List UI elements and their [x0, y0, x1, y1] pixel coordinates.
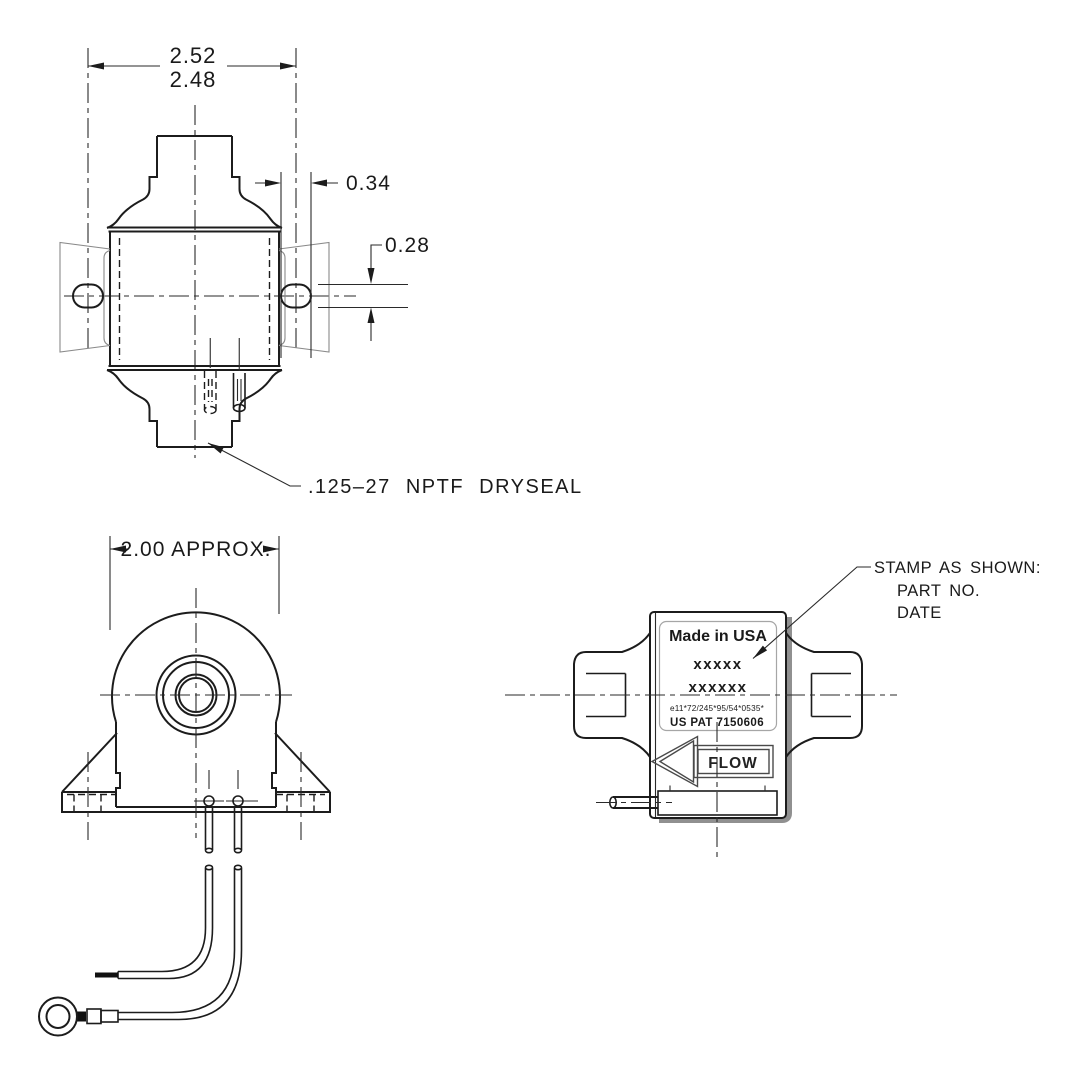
arrowhead	[367, 268, 375, 284]
side-view: Made in USA xxxxx xxxxxx e11*72/245*95/5…	[505, 559, 1041, 862]
stamp-callout-line2: PART NO.	[897, 582, 980, 600]
stamp-callout-line3: DATE	[897, 604, 942, 622]
dim-width: 2.52 2.48	[88, 43, 296, 92]
ring-lug-hole	[45, 1004, 71, 1029]
dim-width-min: 2.48	[170, 67, 217, 92]
centerline	[64, 48, 356, 458]
pump-body-side	[649, 611, 787, 819]
stamp-callout-line1: STAMP AS SHOWN:	[874, 559, 1041, 577]
crimp-joint	[76, 1011, 86, 1022]
flow-arrow: FLOW	[650, 735, 774, 788]
crimp-barrel	[100, 1009, 119, 1023]
front-view: 2.00 APPROX.	[38, 536, 331, 1037]
arrowhead	[280, 62, 296, 70]
terminal-right	[232, 795, 244, 807]
wire-terminals	[194, 770, 258, 807]
mounting-bracket-right	[278, 241, 330, 353]
arrowhead	[88, 62, 104, 70]
terminal-left	[203, 795, 215, 807]
dim-overall-width-text: 2.00 APPROX.	[121, 538, 272, 561]
mounting-slot-left	[72, 283, 104, 309]
port-callout-text: .125–27 NPTF DRYSEAL	[308, 476, 583, 498]
pump-body-plan	[106, 135, 283, 448]
arrowhead	[367, 307, 375, 323]
product-label: Made in USA xxxxx xxxxxx e11*72/245*95/5…	[658, 620, 778, 732]
mounting-bracket-left	[59, 241, 111, 353]
flow-arrowhead	[650, 735, 699, 788]
arrowhead	[208, 443, 224, 454]
centerline	[505, 694, 897, 862]
top-view: 2.52 2.48	[59, 43, 583, 498]
dim-overall-width: 2.00 APPROX.	[109, 536, 280, 630]
flow-label: FLOW	[708, 755, 758, 772]
label-date-stamp: xxxxxx	[688, 679, 747, 696]
dim-slot-width: 0.34	[255, 172, 391, 358]
dim-slot-height-text: 0.28	[385, 234, 430, 257]
terminal-pin-hidden	[203, 338, 217, 415]
label-origin: Made in USA	[669, 628, 767, 645]
port-callout: .125–27 NPTF DRYSEAL	[207, 442, 583, 498]
ring-lug-outer	[38, 996, 78, 1037]
shadow-edge	[659, 617, 792, 823]
crimp-sleeve	[86, 1008, 102, 1025]
stamp-callout: STAMP AS SHOWN: PART NO. DATE	[752, 559, 1041, 659]
hidden-edge	[118, 238, 271, 360]
centerline	[87, 588, 302, 840]
arrowhead	[110, 545, 126, 553]
vent-tube	[596, 796, 672, 809]
label-approval-code: e11*72/245*95/54*0535*	[670, 704, 765, 713]
arrowhead	[311, 179, 327, 187]
dim-slot-height: 0.28	[318, 234, 430, 341]
dim-width-max: 2.52	[170, 43, 217, 68]
label-part-stamp: xxxxx	[693, 656, 742, 673]
arrowhead	[263, 545, 279, 553]
dim-slot-width-text: 0.34	[346, 172, 391, 195]
wire-ring-terminal	[38, 806, 243, 1037]
wire-bare-end	[95, 806, 214, 980]
arrowhead	[265, 179, 281, 187]
terminal-pin-solid	[232, 338, 246, 413]
arrowhead	[753, 645, 768, 659]
